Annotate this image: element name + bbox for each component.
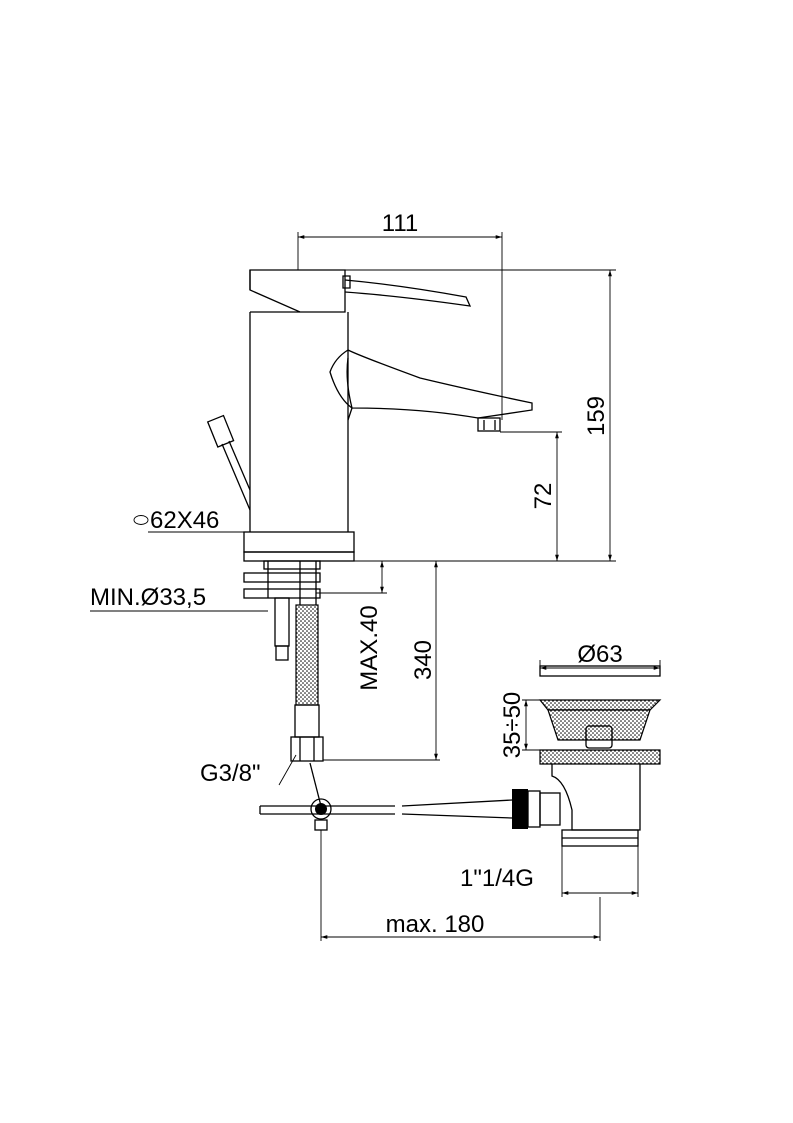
dimension-lines <box>90 232 661 941</box>
dim-159: 159 <box>583 396 610 436</box>
dim-waste-range: 35÷50 <box>499 692 526 759</box>
dim-min-hole: MIN.Ø33,5 <box>90 584 206 611</box>
dim-base-size: 62X46 <box>150 507 219 534</box>
oval-symbol <box>133 515 149 525</box>
fixing-assembly <box>243 560 324 762</box>
dimension-labels: 111 159 72 62X46 MIN.Ø33,5 MAX.40 340 G3… <box>90 210 623 938</box>
dim-hose-340: 340 <box>410 640 437 680</box>
dim-max-deck: MAX.40 <box>356 605 383 690</box>
dim-72: 72 <box>530 483 557 510</box>
faucet-body <box>206 269 533 562</box>
dim-rod-max: max. 180 <box>386 911 485 938</box>
dim-111: 111 <box>382 210 418 237</box>
dim-waste-diameter: Ø63 <box>577 641 622 668</box>
dim-waste-thread: 1"1/4G <box>460 865 534 892</box>
dim-connector: G3/8" <box>200 760 261 787</box>
waste-assembly <box>259 665 662 847</box>
